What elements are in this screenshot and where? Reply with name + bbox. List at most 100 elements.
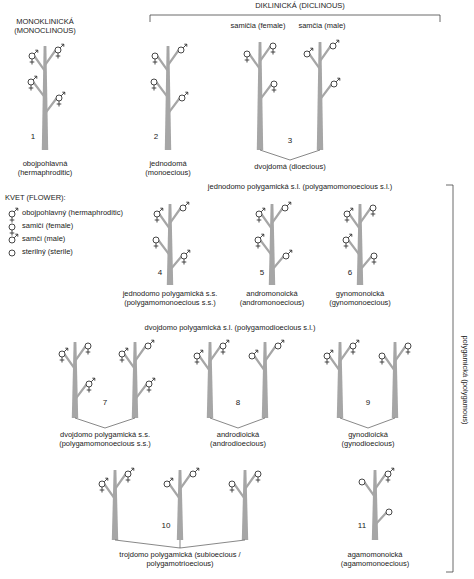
flower-symbol bbox=[28, 76, 37, 90]
flower-symbol bbox=[379, 353, 385, 365]
callout-number: 7 bbox=[103, 398, 107, 407]
caption-label: jednodomo polygamická s.l. (polygamomono… bbox=[208, 183, 392, 192]
flower-symbol bbox=[178, 44, 187, 53]
group-wedge bbox=[340, 418, 395, 428]
caption-label: gynodioická (gynodioecious) bbox=[323, 431, 413, 448]
tree bbox=[151, 44, 188, 150]
caption-label: polygamická (polygamous) bbox=[461, 335, 470, 424]
trunk bbox=[167, 204, 173, 285]
callout-number: 10 bbox=[162, 521, 171, 530]
caption-label: dvojdomo polygamická s.s. (polygamomonoe… bbox=[49, 431, 161, 448]
flower-symbol bbox=[9, 234, 18, 243]
caption-label: androdioická (androdioecious) bbox=[193, 431, 283, 448]
tree bbox=[343, 204, 377, 285]
tree bbox=[59, 342, 95, 418]
callout-number: 5 bbox=[260, 268, 264, 277]
flower-symbol bbox=[190, 468, 199, 477]
flower-symbol bbox=[331, 78, 340, 87]
tree bbox=[153, 202, 190, 285]
tree bbox=[304, 40, 340, 150]
caption-label: obojpohlavná (hermaphroditic) bbox=[5, 160, 85, 177]
flower-symbol bbox=[385, 468, 394, 482]
caption-label: agamomonoická (agamomonoecious) bbox=[330, 551, 420, 568]
flower-symbol bbox=[271, 81, 277, 93]
trunk bbox=[42, 46, 48, 150]
flower-symbol bbox=[229, 481, 235, 493]
group-wedge bbox=[180, 540, 181, 548]
trunk bbox=[132, 342, 138, 418]
tree bbox=[119, 340, 155, 418]
flower-symbol bbox=[324, 350, 333, 364]
tree bbox=[379, 342, 411, 418]
caption-label: DIKLINICKÁ (DICLINOUS) bbox=[255, 2, 345, 11]
tree bbox=[194, 340, 229, 418]
callout-number: 9 bbox=[366, 398, 370, 407]
caption-label: dvojdomo polygamická s.l. (polygamodioec… bbox=[145, 324, 316, 333]
flower-symbol bbox=[370, 205, 376, 217]
callout-number: 4 bbox=[158, 268, 162, 277]
flower-symbol bbox=[275, 340, 284, 349]
trunk bbox=[372, 470, 378, 540]
flower-symbol bbox=[125, 468, 134, 482]
flower-symbol bbox=[244, 51, 250, 63]
trunk bbox=[165, 46, 171, 150]
flower-symbol bbox=[29, 50, 38, 64]
legend-text: samičí (female) bbox=[22, 222, 73, 231]
caption-label: jednodomá (monoecious) bbox=[128, 160, 208, 177]
tree bbox=[249, 340, 284, 418]
flower-symbol bbox=[119, 348, 128, 362]
flower-symbol bbox=[153, 237, 159, 249]
callout-number: 2 bbox=[154, 132, 158, 141]
flower-symbol bbox=[152, 53, 158, 65]
trunk bbox=[112, 470, 118, 540]
flower-symbol bbox=[99, 478, 108, 492]
callout-number: 8 bbox=[236, 398, 240, 407]
trunk bbox=[257, 42, 263, 150]
group-wedge bbox=[115, 540, 245, 548]
caption-label: MONOKLINICKÁ (MONOCLINOUS) bbox=[5, 18, 85, 35]
legend-text: obojpohlavný (hermaphroditic) bbox=[22, 209, 123, 218]
flower-symbol bbox=[249, 350, 258, 359]
flower-symbol bbox=[85, 343, 91, 355]
trunk bbox=[177, 470, 183, 540]
flower-symbol bbox=[270, 43, 276, 55]
flower-symbol bbox=[344, 208, 353, 222]
legend-text: samčí (male) bbox=[22, 235, 65, 244]
flower-symbol bbox=[146, 378, 155, 392]
trunk bbox=[357, 204, 363, 285]
trunk bbox=[262, 342, 268, 418]
flower-symbol bbox=[154, 208, 163, 222]
trunk bbox=[242, 470, 248, 540]
flower-symbol bbox=[86, 378, 95, 392]
flower-symbol bbox=[145, 340, 154, 349]
diclinous-bracket bbox=[150, 15, 440, 22]
legend-text: sterilný (sterile) bbox=[22, 248, 73, 257]
trunk bbox=[269, 204, 275, 285]
caption-label: dvojdomá (dioecious) bbox=[250, 163, 330, 172]
caption-label: trojdomo polygamická (subioecious / poly… bbox=[95, 551, 265, 568]
trunk bbox=[317, 42, 323, 150]
flower-symbol bbox=[282, 202, 291, 211]
flower-symbol bbox=[359, 479, 365, 485]
tree bbox=[244, 42, 277, 150]
tree bbox=[99, 468, 134, 540]
flower-symbol bbox=[330, 40, 339, 49]
flower-symbol bbox=[386, 509, 392, 515]
flower-symbol bbox=[164, 478, 173, 487]
flower-symbol bbox=[194, 350, 203, 364]
tree bbox=[28, 44, 65, 150]
flower-symbol bbox=[350, 340, 359, 354]
flower-symbol bbox=[179, 92, 188, 101]
callout-number: 11 bbox=[358, 521, 366, 530]
flower-symbol bbox=[181, 250, 190, 264]
caption-label: jednodomo polygamická s.s. (polygamomono… bbox=[113, 290, 227, 307]
callout-number: 1 bbox=[31, 132, 35, 141]
callout-number: 6 bbox=[348, 268, 352, 277]
caption-label: samičia (female) bbox=[230, 22, 285, 31]
tree bbox=[324, 340, 359, 418]
group-wedge bbox=[75, 418, 135, 428]
caption-label: gynomonoická (gynomonoecious) bbox=[320, 290, 400, 307]
caption-label: KVET (FLOWER): bbox=[5, 194, 66, 203]
flower-symbol bbox=[9, 208, 18, 222]
